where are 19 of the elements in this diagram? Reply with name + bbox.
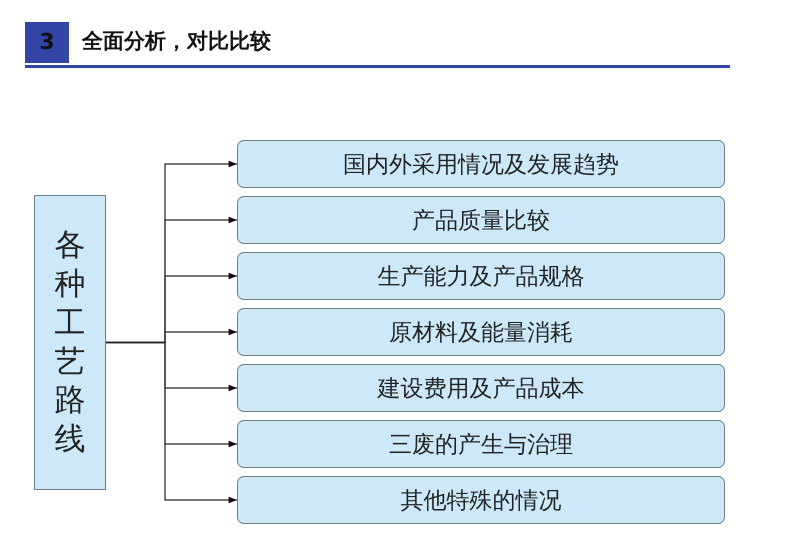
- node-label: 其他特殊的情况: [400, 486, 562, 516]
- node-label: 建设费用及产品成本: [378, 374, 584, 404]
- aspect-box: [237, 140, 725, 188]
- node-label: 原材料及能量消耗: [389, 318, 573, 348]
- section-number: 3: [25, 22, 69, 63]
- connector-arrow: [106, 342, 237, 504]
- aspect-box: [237, 420, 725, 468]
- node-label: 各种工艺路线: [54, 226, 86, 459]
- aspect-box: [237, 476, 725, 524]
- aspect-box: [237, 308, 725, 356]
- node-label: 三废的产生与治理: [389, 430, 573, 460]
- aspect-box: [237, 196, 725, 244]
- aspect-box: [237, 252, 725, 300]
- node-label: 生产能力及产品规格: [378, 262, 584, 292]
- section-title: 全面分析，对比比较: [82, 28, 271, 55]
- node-label: 国内外采用情况及发展趋势: [343, 150, 619, 180]
- node-label: 产品质量比较: [412, 206, 550, 236]
- aspect-box: [237, 364, 725, 412]
- root-box: [34, 195, 106, 490]
